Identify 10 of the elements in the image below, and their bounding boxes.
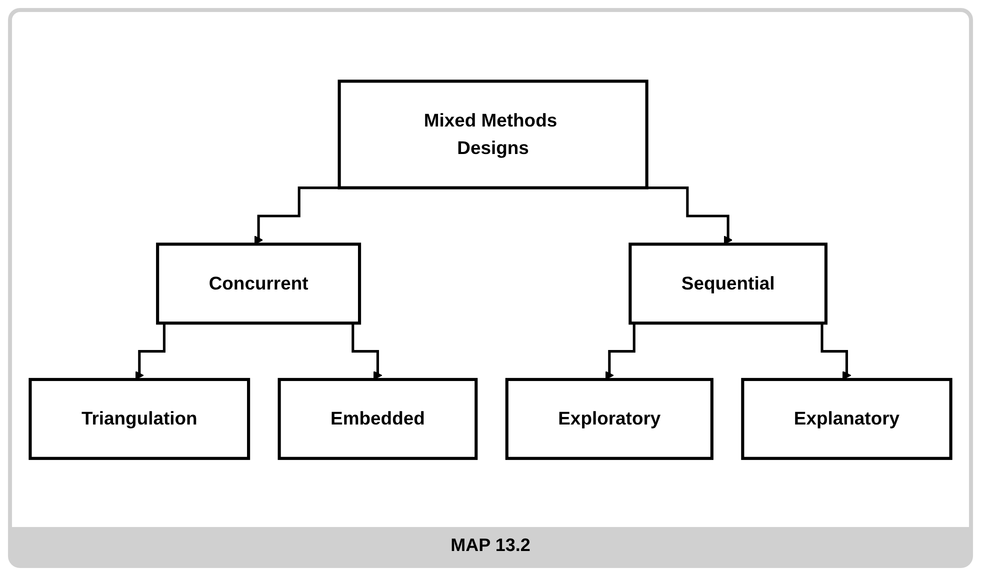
node-box: Sequential bbox=[628, 242, 828, 324]
caption: MAP 13.2 bbox=[12, 527, 969, 564]
node-box: Explanatory bbox=[741, 378, 952, 460]
arrow bbox=[646, 186, 733, 244]
node-box: Embedded bbox=[278, 378, 478, 460]
arrow bbox=[254, 186, 340, 244]
node-box: Concurrent bbox=[156, 242, 362, 324]
node-box: Triangulation bbox=[28, 378, 250, 460]
node-box: Mixed Methods Designs bbox=[338, 79, 648, 190]
node-box: Exploratory bbox=[505, 378, 714, 460]
